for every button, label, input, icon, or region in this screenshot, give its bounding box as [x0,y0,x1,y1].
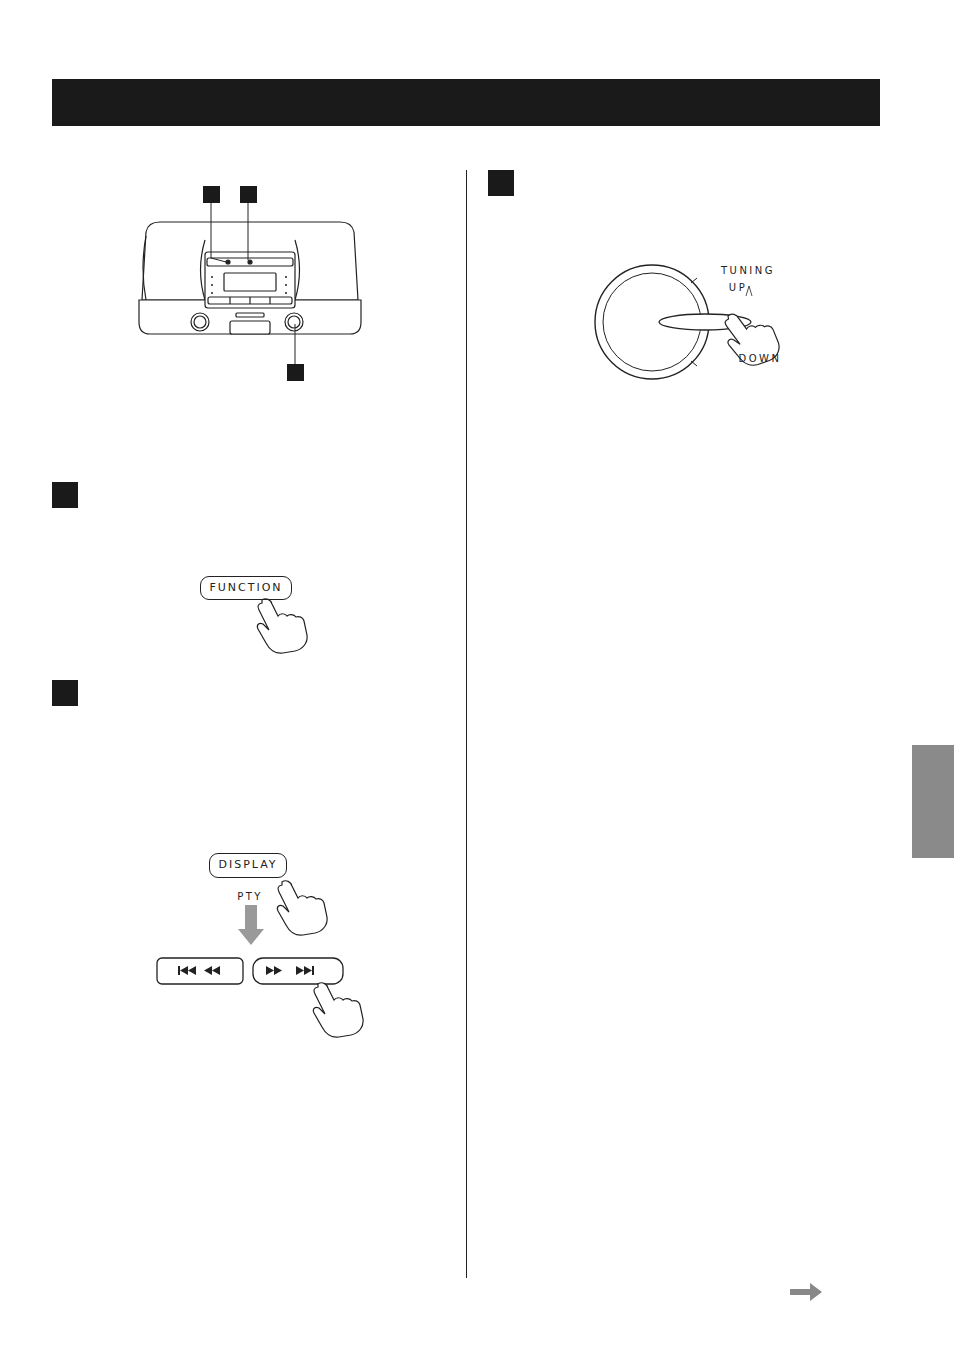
button-label-box: DISPLAY [209,853,287,878]
control-label: PTY [237,891,263,902]
control-label: DOWN [739,353,782,364]
step-marker [52,680,78,706]
pointing-hand [723,307,781,369]
button-text: DISPLAY [218,858,277,871]
step-marker [52,482,78,508]
control-label: UP [729,282,747,293]
button-text: FUNCTION [209,581,282,594]
column-divider [466,170,467,1278]
leader-line [211,203,295,364]
step-marker [488,170,514,196]
next-page-arrow [790,1283,822,1301]
callout-marker [287,364,304,381]
header-bar [52,79,880,126]
pointing-hand [313,983,363,1037]
callout-marker [203,186,220,203]
pointing-hand [277,881,327,935]
side-tab [912,745,954,858]
skip-symbols [178,966,314,975]
skip-buttons [157,958,343,984]
radio-illustration [139,222,361,334]
control-label: TUNING [721,265,775,276]
callout-marker [240,186,257,203]
speaker-dots [211,276,287,294]
flow-arrow [238,905,264,945]
button-label-box: FUNCTION [200,576,292,600]
pointing-hand [257,599,307,653]
